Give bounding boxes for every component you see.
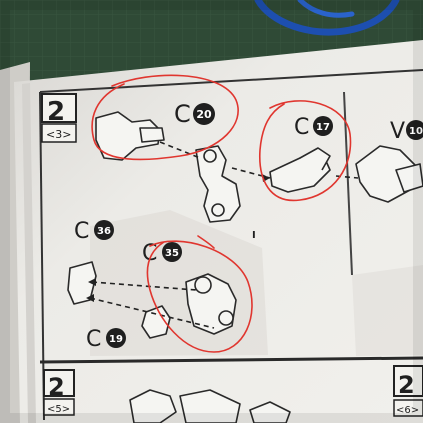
callout-c17-letter: C: [294, 115, 309, 140]
step-number-bottom-left: 2: [48, 373, 65, 401]
callout-c20-badge: [193, 103, 215, 125]
part-bottom-left: [129, 389, 177, 423]
callout-c35-number: 35: [165, 248, 179, 259]
callout-c20-letter: C: [174, 100, 191, 128]
blue-cable: [254, 0, 400, 36]
red-circle-c20: [91, 74, 239, 161]
callout-v10-number: 10: [409, 126, 423, 137]
margin-mark: I: [252, 230, 256, 241]
step-sub-bottom-left: <5>: [47, 404, 70, 415]
callout-v10-badge: [406, 120, 423, 140]
callout-c36-letter: C: [74, 219, 89, 244]
step-badge-bottom-left: [43, 369, 75, 397]
red-circle-c35: [146, 240, 253, 353]
callout-c35-badge: [162, 242, 182, 262]
callout-c36-number: 36: [97, 226, 111, 237]
callout-c35-letter: C: [142, 241, 157, 266]
step-sub-top: <3>: [46, 128, 71, 141]
callout-c17-badge: [313, 116, 333, 136]
callout-c19-number: 19: [109, 334, 123, 345]
step-badge-top: [41, 93, 77, 123]
callout-c36-badge: [94, 220, 114, 240]
part-hinge-assembly: [195, 145, 241, 223]
red-circle-c17: [259, 100, 352, 202]
callout-v10-letter: V: [390, 119, 405, 144]
step-sub-bottom-right: <6>: [396, 405, 419, 416]
step-divider: [39, 356, 423, 364]
callout-c20-number: 20: [196, 108, 212, 121]
callout-c19-letter: C: [86, 327, 101, 352]
part-c19: [141, 305, 171, 339]
callout-c19-badge: [106, 328, 126, 348]
step-number-bottom-right: 2: [398, 371, 415, 399]
callout-c17-number: 17: [316, 122, 330, 133]
part-c20: [95, 111, 161, 161]
step-number-top: 2: [47, 97, 65, 127]
step-badge-bottom-right: [393, 365, 423, 397]
